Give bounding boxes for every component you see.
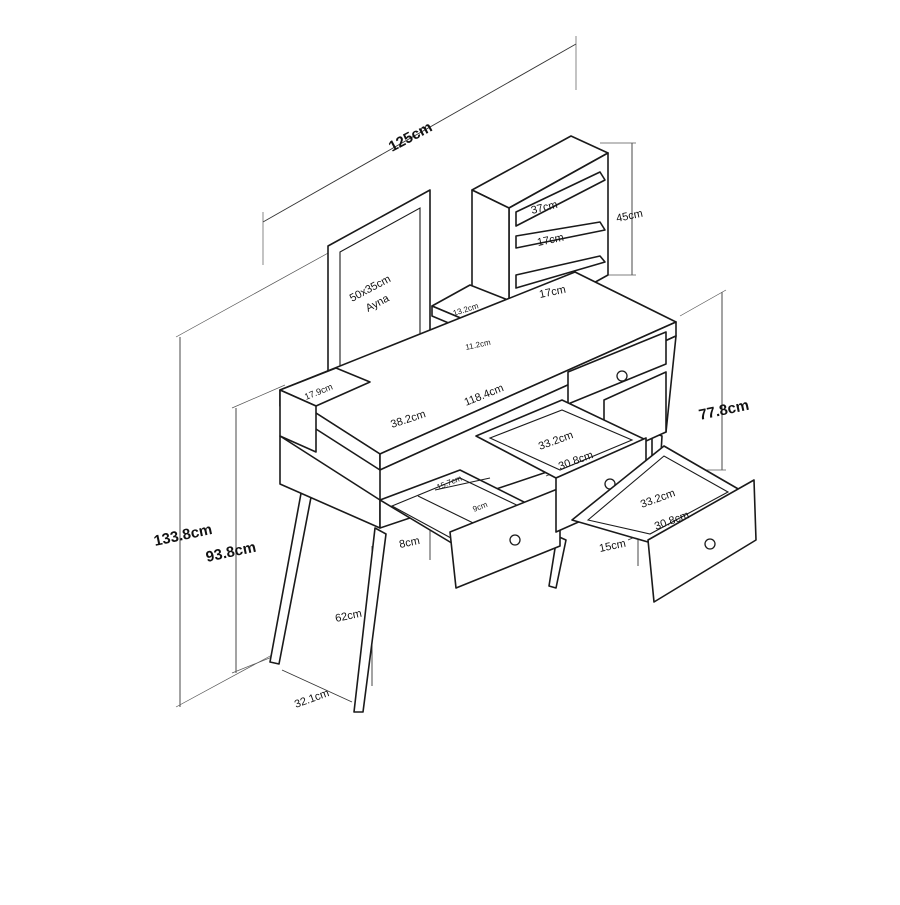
drawer-back-knob[interactable]	[616, 370, 628, 382]
leg-front-left	[269, 487, 313, 665]
drawer-back-closed	[567, 331, 667, 405]
drawer-left-knob[interactable]	[509, 534, 521, 546]
label-total-width: 125cm	[386, 119, 435, 156]
label-drawer-left-height: 8cm	[398, 535, 421, 551]
drawer-right-knob[interactable]	[704, 538, 716, 550]
label-leg-height: 62cm	[334, 608, 363, 625]
legs	[269, 431, 663, 713]
label-shelf-gap-upper: 17cm	[536, 232, 565, 249]
label-desk-height: 93.8cm	[204, 539, 257, 566]
label-depth: 77.8cm	[697, 397, 750, 424]
drawer-right[interactable]	[571, 445, 757, 603]
label-shelf-height: 45cm	[615, 208, 644, 225]
leg-back-right	[548, 535, 567, 589]
label-drawer-right-height: 15cm	[598, 538, 627, 555]
label-shelf-gap-lower: 17cm	[538, 284, 567, 301]
label-total-height: 133.8cm	[152, 521, 213, 550]
leg-front-right	[353, 527, 387, 713]
label-leg-spread: 32.1cm	[293, 687, 331, 711]
